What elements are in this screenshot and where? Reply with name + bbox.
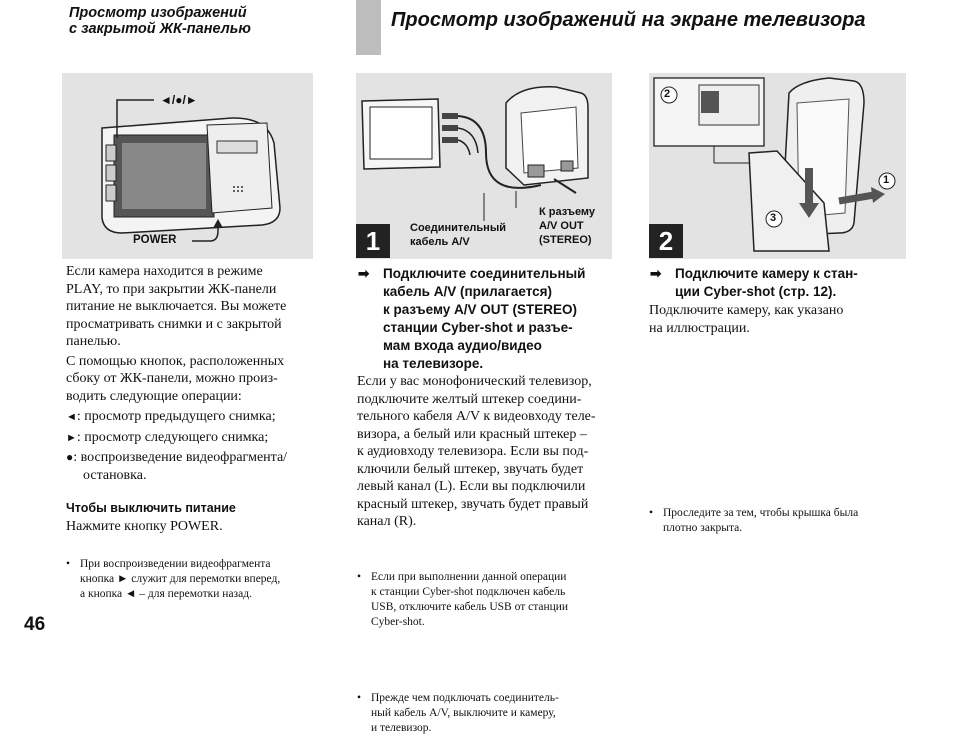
callout-1: 1 [883, 174, 890, 186]
cable-label: Соединительный кабель A/V [410, 221, 506, 249]
operation-text: : просмотр предыдущего снимка; [76, 409, 276, 424]
next-icon: ► [66, 431, 77, 444]
text-line: сбоку от ЖК-панели, можно произ- [66, 371, 278, 386]
text-line: Подключите камеру, как указано [649, 303, 844, 318]
main-section-title: Просмотр изображений на экране телевизор… [391, 9, 866, 31]
left-column-text: Если камера находится в режиме PLAY, то … [66, 263, 326, 484]
text-line: к аудиовходу телевизора. Если вы под- [357, 444, 589, 459]
text-line: Проследите за тем, чтобы крышка была [663, 507, 859, 519]
operation-text: : просмотр следующего снимка; [76, 429, 269, 445]
step-2-note: Проследите за тем, чтобы крышка была пло… [647, 506, 925, 536]
text-line: станции Cyber-shot и разъе- [383, 320, 573, 335]
text-line: левый канал (L). Если вы подключили [357, 479, 586, 494]
step-2-badge: 2 [649, 224, 683, 258]
text-line: тельного кабеля A/V к видеовходу теле- [357, 409, 596, 424]
text-line: к разъему A/V OUT (STEREO) [383, 302, 578, 317]
text-line: Подключите соединительный [383, 266, 586, 281]
camera-closed-illustration: ◄/●/► POWER [62, 73, 313, 259]
header-bar-marker [356, 0, 381, 55]
text-line: панелью. [66, 334, 121, 349]
jack-label-line2: A/V OUT [539, 220, 584, 232]
jack-label: К разъему A/V OUT (STEREO) [539, 205, 595, 247]
text-line: мам входа аудио/видео [383, 338, 542, 353]
prev-icon: ◄ [66, 411, 77, 423]
operation-text: : воспроизведение видеофрагмента/ [73, 450, 288, 465]
left-title-line2: с закрытой ЖК-панелью [69, 21, 251, 37]
cable-label-line1: Соединительный [410, 222, 506, 234]
power-label: POWER [133, 234, 177, 246]
left-paragraph-1: Если камера находится в режиме PLAY, то … [66, 263, 326, 351]
camera-station-drawing [653, 77, 896, 252]
jack-label-line1: К разъему [539, 206, 596, 218]
step-2-body: Подключите камеру, как указано на иллюст… [649, 302, 909, 337]
text-line: Если у вас монофонический телевизор, [357, 374, 592, 389]
text-line: Подключите камеру к стан- [675, 266, 858, 281]
left-paragraph-2: С помощью кнопок, расположенных сбоку от… [66, 353, 326, 406]
callout-2: 2 [664, 88, 671, 100]
step-1-instruction: ➡ Подключите соединительный кабель A/V (… [358, 265, 618, 373]
text-line: на иллюстрации. [649, 320, 750, 336]
text-line: PLAY, то при закрытии ЖК-панели [66, 281, 277, 297]
text-line: ции Cyber-shot (стр. 12). [675, 284, 837, 299]
step-1-body: Если у вас монофонический телевизор, под… [357, 373, 619, 531]
text-line: канал (R). [357, 514, 417, 529]
text-line: плотно закрыта. [663, 522, 743, 534]
left-note: При воспроизведении видеофрагмента кнопк… [64, 557, 340, 602]
text-line: подключите желтый штекер соедини- [357, 391, 582, 407]
play-stop-icon: ● [66, 450, 74, 464]
text-line: ный кабель A/V, выключите и камеру, [371, 707, 556, 719]
left-section-title: Просмотр изображений с закрытой ЖК-панел… [69, 5, 251, 37]
text-line: на телевизоре. [383, 356, 484, 371]
step-1-note-2: Прежде чем подключать соединитель- ный к… [355, 691, 633, 736]
text-line: Cyber-shot. [371, 616, 425, 628]
text-line: ключили белый штекер, звучать будет [357, 461, 584, 477]
operation-next: ►: просмотр следующего снимка; [66, 429, 326, 448]
step-1-badge: 1 [356, 224, 390, 258]
cable-label-line2: кабель A/V [410, 236, 470, 248]
step-2-instruction: ➡ Подключите камеру к стан- ции Cyber-sh… [650, 265, 910, 301]
text-line: и телевизор. [371, 722, 432, 734]
text-line: кнопка ► служит для перемотки вперед, [80, 573, 281, 585]
text-line: При воспроизведении видеофрагмента [80, 558, 271, 570]
power-off-subheading: Чтобы выключить питание [66, 501, 236, 515]
text-line: Прежде чем подключать соединитель- [371, 692, 559, 704]
text-line: кабель A/V (прилагается) [383, 284, 553, 299]
text-line: к станции Cyber-shot подключен кабель [371, 586, 566, 598]
text-line: Если камера находится в режиме [66, 264, 263, 279]
step-1-note-1: Если при выполнении данной операции к ст… [355, 570, 633, 630]
operation-prev: ◄: просмотр предыдущего снимка; [66, 408, 326, 427]
text-line: USB, отключите кабель USB от станции [371, 601, 569, 613]
text-line: красный штекер, звучать будет правый [357, 496, 589, 512]
power-off-text: Нажмите кнопку POWER. [66, 519, 223, 534]
operations-list: ◄: просмотр предыдущего снимка; ►: просм… [66, 408, 326, 484]
tv-connection-illustration: Соединительный кабель A/V К разъему A/V … [356, 73, 612, 259]
page-number: 46 [24, 614, 46, 635]
text-line: С помощью кнопок, расположенных [66, 353, 285, 369]
jack-label-line3: (STEREO) [539, 234, 592, 246]
operation-continuation: остановка. [83, 467, 147, 483]
camera-drawing [101, 99, 281, 242]
left-title-line1: Просмотр изображений [69, 5, 247, 21]
callout-3: 3 [770, 212, 777, 224]
text-line: водить следующие операции: [66, 388, 242, 404]
text-line: а кнопка ◄ – для перемотки назад. [80, 588, 252, 600]
camera-station-illustration: 2 1 3 [649, 73, 906, 259]
arrow-right-icon: ➡ [650, 266, 662, 281]
text-line: визора, а белый или красный штекер – [357, 426, 587, 442]
text-line: питание не выключается. Вы можете [66, 299, 287, 314]
text-line: просматривать снимки и с закрытой [66, 316, 282, 332]
buttons-label: ◄/●/► [160, 93, 198, 107]
operation-play: ●: воспроизведение видеофрагмента/ [66, 449, 326, 467]
text-line: Если при выполнении данной операции [371, 571, 567, 583]
tv-station-drawing [361, 86, 589, 221]
arrow-right-icon: ➡ [358, 266, 370, 281]
